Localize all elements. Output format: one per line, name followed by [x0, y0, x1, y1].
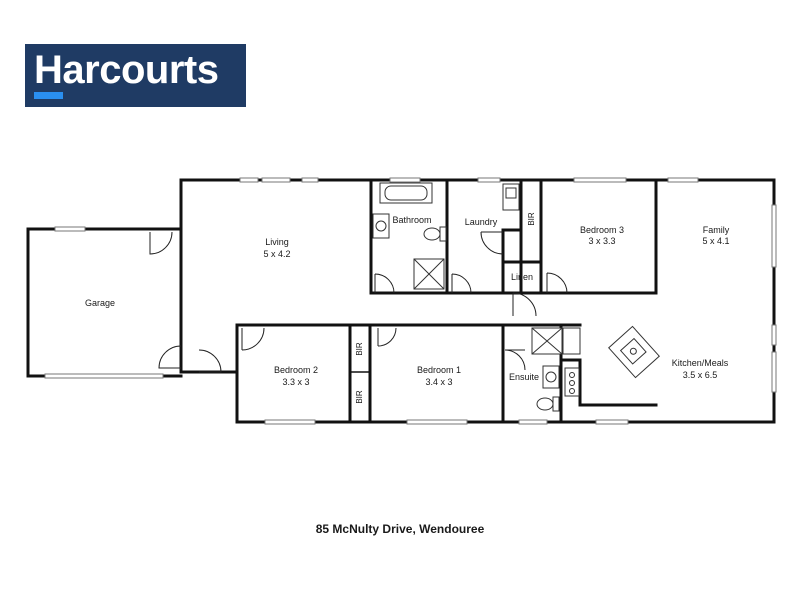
bedroom1-label: Bedroom 1: [417, 365, 461, 375]
windows: [44, 177, 777, 425]
doors: [149, 231, 568, 373]
kitchen-size: 3.5 x 6.5: [683, 370, 718, 380]
living-size: 5 x 4.2: [263, 249, 290, 259]
family-size: 5 x 4.1: [702, 236, 729, 246]
living-label: Living: [265, 237, 289, 247]
kitchen-label: Kitchen/Meals: [672, 358, 729, 368]
logo-text: Harcourts: [34, 48, 219, 92]
kitchen-island-icon: [608, 325, 660, 379]
linen-label: Linen: [511, 272, 533, 282]
logo-accent-bar: [34, 92, 63, 99]
laundry-label: Laundry: [465, 217, 498, 227]
toilet-icon: [439, 226, 447, 242]
bir-label-bedroom2-a: BIR: [355, 342, 364, 356]
bir-label-top: BIR: [527, 212, 536, 226]
room-labels: Garage Living 5 x 4.2 Bathroom Laundry B…: [85, 212, 730, 404]
ensuite-label: Ensuite: [509, 372, 539, 382]
bathroom-label: Bathroom: [392, 215, 431, 225]
bir-label-bedroom2-b: BIR: [355, 390, 364, 404]
bedroom2-label: Bedroom 2: [274, 365, 318, 375]
property-address: 85 McNulty Drive, Wendouree: [315, 522, 485, 536]
garage-label: Garage: [85, 298, 115, 308]
bedroom1-size: 3.4 x 3: [425, 377, 452, 387]
bedroom3-label: Bedroom 3: [580, 225, 624, 235]
bedroom2-size: 3.3 x 3: [282, 377, 309, 387]
ensuite-toilet-icon: [552, 396, 560, 412]
fixtures: [372, 182, 660, 412]
harcourts-logo: Harcourts: [25, 44, 246, 107]
family-label: Family: [703, 225, 730, 235]
bedroom3-size: 3 x 3.3: [588, 236, 615, 246]
